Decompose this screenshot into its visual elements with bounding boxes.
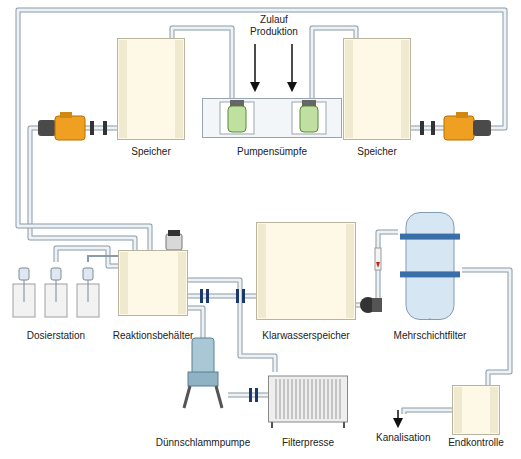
tank-node: Speicher bbox=[343, 38, 411, 140]
part-label: Dosierstation bbox=[27, 330, 85, 342]
dosing-shape bbox=[8, 262, 104, 318]
tank-node: Klarwasserspeicher bbox=[256, 222, 356, 320]
part-label: Speicher bbox=[357, 146, 396, 158]
tank-shape bbox=[118, 250, 188, 316]
press-shape bbox=[268, 372, 348, 428]
dosing-line bbox=[88, 256, 118, 262]
pipe-core bbox=[30, 128, 135, 250]
smalltank-shape bbox=[452, 385, 500, 435]
outflow-arrow bbox=[397, 410, 399, 426]
pipe-core bbox=[462, 270, 510, 385]
pipe-outline bbox=[56, 248, 118, 266]
pipe-outline bbox=[188, 294, 256, 299]
pipe-core bbox=[228, 394, 268, 397]
pipe-outline bbox=[30, 128, 135, 250]
sump-node: Pumpensümpfe bbox=[202, 98, 342, 138]
part-label: Klarwasserspeicher bbox=[262, 330, 349, 342]
filter-shape bbox=[398, 212, 462, 320]
smalltank-node: Endkontrolle bbox=[452, 385, 500, 435]
tank-node: Speicher bbox=[117, 38, 185, 140]
pump-shape bbox=[178, 338, 228, 408]
pipe-connector bbox=[356, 232, 398, 305]
part-label: Mehrschichtfilter bbox=[394, 330, 467, 342]
inflow-arrow bbox=[291, 44, 293, 90]
pipe-connector bbox=[228, 395, 268, 396]
pipe-outline bbox=[228, 393, 268, 398]
outlet-pipe bbox=[404, 410, 452, 414]
pipe-core bbox=[188, 295, 256, 298]
outflow-label: Kanalisation bbox=[376, 432, 446, 444]
pipe-core bbox=[56, 248, 118, 266]
part-label: Endkontrolle bbox=[448, 437, 504, 449]
pump-symbol bbox=[360, 248, 382, 313]
pipe-outline bbox=[356, 232, 398, 305]
inflow-arrow bbox=[254, 44, 256, 90]
tank-shape bbox=[117, 38, 185, 140]
tank-shape bbox=[343, 38, 411, 140]
pipe-connector bbox=[188, 296, 256, 297]
pipe-connector bbox=[30, 128, 135, 250]
inflow-label: Zulauf Produktion bbox=[236, 14, 312, 38]
pipe-outline bbox=[462, 270, 510, 385]
part-label: Speicher bbox=[131, 146, 170, 158]
tank-node: Reaktionsbehälter bbox=[118, 250, 188, 316]
mixer-symbol bbox=[166, 230, 182, 250]
part-label: Filterpresse bbox=[282, 437, 334, 449]
part-label: Reaktionsbehälter bbox=[113, 330, 194, 342]
press-node: Filterpresse bbox=[268, 372, 348, 428]
pipe-connector bbox=[462, 270, 510, 385]
part-label: Pumpensümpfe bbox=[237, 146, 307, 158]
dosing-node: Dosierstation bbox=[8, 262, 104, 318]
pump-symbol bbox=[38, 112, 107, 140]
tank-shape bbox=[256, 222, 356, 320]
part-label: Dünnschlammpumpe bbox=[156, 437, 251, 449]
outlet-pipe bbox=[404, 410, 452, 414]
pump-symbol bbox=[420, 112, 491, 140]
pump-node: Dünnschlammpumpe bbox=[178, 338, 228, 408]
pipe-connector bbox=[56, 248, 118, 266]
sump-shape bbox=[202, 98, 342, 138]
pipe-core bbox=[356, 232, 398, 305]
filter-node: Mehrschichtfilter bbox=[398, 212, 462, 320]
